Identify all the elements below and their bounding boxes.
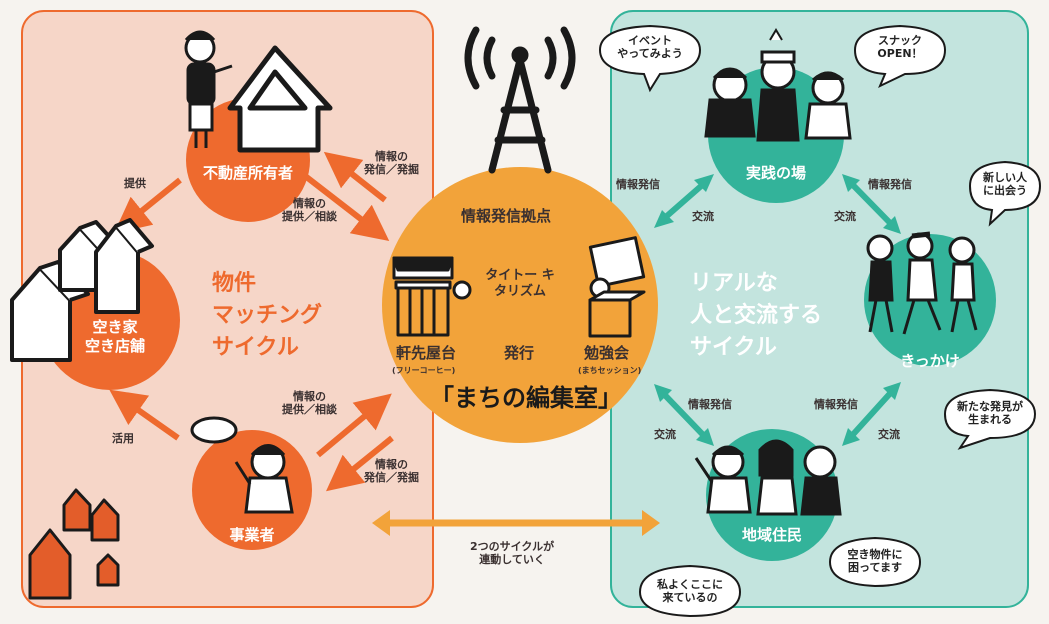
business-label: 事業者 — [229, 526, 275, 544]
info-bot-in: 情報の 発信／発掘 — [364, 458, 419, 484]
right-arrows — [654, 174, 901, 446]
link-arrow — [372, 510, 660, 536]
exchange-2: 交流 — [834, 210, 856, 223]
info-top-in: 情報の 発信／発掘 — [364, 150, 419, 176]
left-cycle-title-line1: 物件 — [212, 271, 257, 296]
info-top-in-line2: 発信／発掘 — [364, 163, 419, 177]
left-cycle-title-line3: サイクル — [212, 334, 299, 360]
bubble-new-people-line1: 新しい人 — [983, 171, 1027, 184]
hub-item-study: 勉強会 — [584, 344, 630, 362]
vacant-label-line2: 空き店舗 — [84, 336, 145, 355]
hub-item-publish: 発行 — [504, 344, 535, 362]
bubble-often-here: 私よくここに 来ているの — [642, 578, 738, 604]
exchange-4: 交流 — [878, 428, 900, 441]
small-houses-icon — [28, 488, 120, 600]
hub-item-stall: 軒先屋台 — [396, 344, 457, 362]
left-cycle-title: 物件 マッチング サイクル — [212, 268, 322, 364]
bubble-event: イベント やってみよう — [602, 34, 698, 60]
hub-item-study-sub: (まちセッション) — [578, 366, 642, 375]
right-cycle-title-line2: 人と交流する — [690, 302, 823, 328]
speech-bubbles — [598, 24, 1042, 618]
residents-label: 地域住民 — [741, 526, 802, 544]
info-bot-in-line1: 情報の — [375, 458, 408, 471]
info-top-in-line1: 情報の — [375, 150, 408, 163]
owner-person-icon — [184, 30, 233, 148]
bubble-event-line1: イベント — [628, 34, 672, 47]
info-send-2: 情報発信 — [868, 178, 912, 191]
info-bot-out-line2: 提供／相談 — [282, 403, 337, 417]
walking-people-icon — [866, 231, 978, 335]
right-cycle-title-line3: サイクル — [690, 334, 777, 360]
info-send-1: 情報発信 — [616, 178, 660, 191]
info-bot-out: 情報の 提供／相談 — [282, 390, 337, 416]
residents-people-icon — [694, 439, 842, 516]
bubble-new-people: 新しい人 に出会う — [972, 171, 1038, 197]
use-label: 活用 — [112, 432, 134, 445]
provide-label: 提供 — [124, 177, 146, 190]
practice-people-icon — [704, 28, 852, 142]
bubble-snack: スナック OPEN！ — [858, 34, 942, 60]
vacant-label: 空き家 空き店舗 — [70, 318, 160, 356]
page-title: 「まちの編集室」 — [430, 384, 622, 412]
hub-heading: 情報発信拠点 — [461, 207, 552, 225]
link-label-line1: 2つのサイクルが — [470, 540, 555, 553]
link-label-line2: 連動していく — [479, 553, 545, 567]
bubble-often-here-line1: 私よくここに — [657, 578, 723, 591]
hub-logo-text: タイトー キタリズム — [485, 268, 555, 299]
info-top-out-line2: 提供／相談 — [282, 210, 337, 224]
bubble-new-people-line2: に出会う — [983, 184, 1027, 198]
business-person-icon — [190, 416, 294, 514]
practice-label: 実践の場 — [745, 164, 806, 182]
info-bot-in-line2: 発信／発掘 — [364, 471, 419, 485]
bubble-discovery-line1: 新たな発見が — [957, 400, 1023, 413]
antenna-icon — [464, 26, 576, 174]
exchange-3: 交流 — [654, 428, 676, 441]
bubble-vacant-trouble: 空き物件に 困ってます — [832, 548, 918, 574]
right-cycle-title-line1: リアルな — [690, 271, 778, 296]
house-icon — [227, 45, 333, 153]
stall-icon — [392, 256, 472, 337]
link-label: 2つのサイクルが 連動していく — [470, 540, 554, 566]
exchange-1: 交流 — [692, 210, 714, 223]
bubble-event-line2: やってみよう — [617, 47, 683, 61]
bubble-discovery-line2: 生まれる — [968, 413, 1012, 427]
bubble-snack-line1: スナック — [878, 34, 922, 47]
hub-circle — [382, 167, 658, 443]
owner-label: 不動産所有者 — [202, 164, 293, 182]
study-icon — [588, 236, 646, 338]
bubble-vacant-trouble-line1: 空き物件に — [847, 548, 903, 561]
info-top-out: 情報の 提供／相談 — [282, 197, 337, 223]
bubble-discovery: 新たな発見が 生まれる — [946, 400, 1034, 426]
left-arrows — [109, 151, 394, 492]
vacant-label-line1: 空き家 — [92, 318, 138, 336]
left-cycle-title-line2: マッチング — [212, 302, 323, 328]
right-cycle-title: リアルな 人と交流する サイクル — [690, 268, 822, 364]
bubble-vacant-trouble-line2: 困ってます — [848, 561, 902, 575]
info-send-3: 情報発信 — [688, 398, 732, 411]
bubble-snack-line2: OPEN！ — [877, 47, 923, 61]
hub-item-stall-sub: (フリーコーヒー) — [392, 366, 456, 375]
info-bot-out-line1: 情報の — [293, 390, 326, 403]
info-send-4: 情報発信 — [814, 398, 858, 411]
vacant-houses-icon — [10, 218, 154, 362]
info-top-out-line1: 情報の — [293, 197, 326, 210]
bubble-often-here-line2: 来ているの — [662, 591, 718, 605]
trigger-label: きっかけ — [900, 352, 960, 370]
